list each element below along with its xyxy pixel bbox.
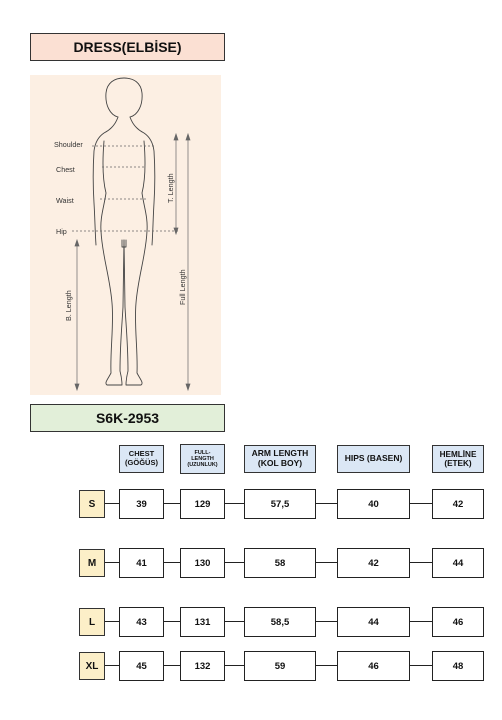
header-hips: HIPS (BASEN) bbox=[337, 445, 410, 473]
row-s-full-length: 129 bbox=[180, 489, 225, 519]
row-l-chest: 43 bbox=[119, 607, 164, 637]
header-hemline: HEMLİNE(ETEK) bbox=[432, 445, 484, 473]
header-hips-line1: HIPS (BASEN) bbox=[344, 453, 403, 464]
header-arm-length-line2: (KOL BOY) bbox=[257, 458, 303, 468]
full-length-label: Full Length bbox=[178, 269, 187, 305]
row-s-hemline: 42 bbox=[432, 489, 484, 519]
header-chest-line1: CHEST bbox=[128, 449, 155, 459]
row-m-hips: 42 bbox=[337, 548, 410, 578]
row-xl-hemline: 48 bbox=[432, 651, 484, 681]
row-xl-chest: 45 bbox=[119, 651, 164, 681]
size-tag-m: M bbox=[79, 549, 105, 577]
measurement-arrows bbox=[74, 132, 191, 392]
header-hemline-line1: HEMLİNE bbox=[439, 449, 477, 459]
size-tag-l: L bbox=[79, 608, 105, 636]
chest-label: Chest bbox=[56, 165, 75, 174]
measurement-figure: Shoulder Chest Waist Hip B. Length T. Le… bbox=[30, 75, 221, 395]
row-m-arm-length: 58 bbox=[244, 548, 316, 578]
header-chest-line2: (GÖĞÜS) bbox=[125, 458, 158, 467]
waist-label: Waist bbox=[56, 196, 74, 205]
product-title: DRESS(ELBİSE) bbox=[30, 33, 225, 61]
row-s-chest: 39 bbox=[119, 489, 164, 519]
header-arm-length: ARM LENGTH(KOL BOY) bbox=[244, 445, 316, 473]
header-chest: CHEST(GÖĞÜS) bbox=[119, 445, 164, 473]
row-l-arm-length: 58,5 bbox=[244, 607, 316, 637]
header-arm-length-line1: ARM LENGTH bbox=[251, 448, 309, 459]
row-xl-full-length: 132 bbox=[180, 651, 225, 681]
row-l-hemline: 46 bbox=[432, 607, 484, 637]
t-length-label: T. Length bbox=[166, 173, 175, 203]
body-outline bbox=[92, 77, 156, 386]
row-m-chest: 41 bbox=[119, 548, 164, 578]
shoulder-label: Shoulder bbox=[54, 140, 83, 149]
size-tag-xl: XL bbox=[79, 652, 105, 680]
row-m-hemline: 44 bbox=[432, 548, 484, 578]
row-l-hips: 44 bbox=[337, 607, 410, 637]
b-length-label: B. Length bbox=[64, 290, 73, 321]
body-silhouette-diagram: Shoulder Chest Waist Hip B. Length T. Le… bbox=[54, 77, 191, 392]
row-xl-hips: 46 bbox=[337, 651, 410, 681]
header-full-length-line3: (UZUNLUK) bbox=[187, 462, 218, 469]
row-xl-arm-length: 59 bbox=[244, 651, 316, 681]
row-s-arm-length: 57,5 bbox=[244, 489, 316, 519]
hip-label: Hip bbox=[56, 227, 67, 236]
size-tag-s: S bbox=[79, 490, 105, 518]
header-hemline-line2: (ETEK) bbox=[444, 459, 472, 468]
header-full-length: FULL-LENGTH(UZUNLUK) bbox=[180, 444, 225, 474]
header-full-length-line2: LENGTH bbox=[191, 455, 214, 462]
measurement-guides bbox=[72, 145, 178, 232]
product-code: S6K-2953 bbox=[30, 404, 225, 432]
header-full-length-line1: FULL- bbox=[194, 449, 211, 456]
row-s-hips: 40 bbox=[337, 489, 410, 519]
row-m-full-length: 130 bbox=[180, 548, 225, 578]
row-l-full-length: 131 bbox=[180, 607, 225, 637]
